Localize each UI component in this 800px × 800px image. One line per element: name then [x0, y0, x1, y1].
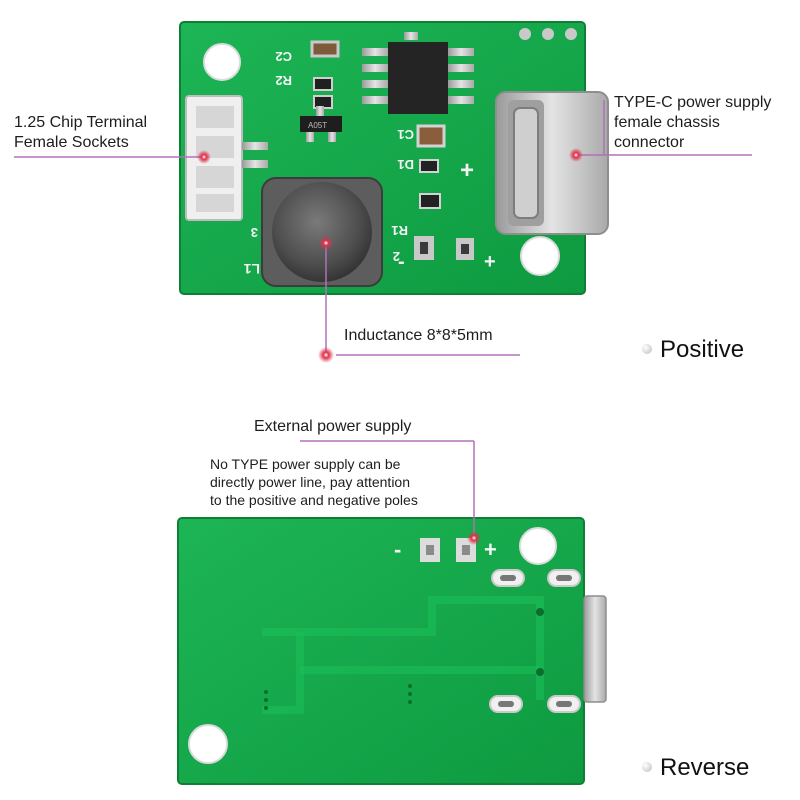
silk-C1: C1: [397, 127, 414, 142]
inductor-coil: [261, 177, 383, 287]
bullet-icon: [642, 343, 652, 354]
jst-connector: [185, 95, 268, 221]
typec-connector: [495, 91, 609, 235]
callout-external-power: External power supply: [254, 417, 411, 437]
callout-external-power-note: No TYPE power supply can be directly pow…: [210, 455, 418, 509]
silk-pin3: 3: [251, 225, 258, 240]
callout-external-power-title: External power supply: [254, 418, 412, 435]
back-side-label: Reverse: [660, 754, 750, 781]
sop8-ic: [362, 32, 474, 114]
callout-typec-line2: female chassis: [614, 114, 720, 131]
callout-inductor-text: Inductance 8*8*5mm: [344, 327, 493, 344]
mosfet-marking: A05T: [308, 121, 327, 130]
note-line1: No TYPE power supply can be: [210, 456, 401, 472]
callout-jst-line1: 1.25 Chip Terminal: [14, 114, 148, 131]
callout-typec-line1: TYPE-C power supply: [614, 94, 772, 111]
silk-L1: L1: [243, 261, 260, 277]
note-line3: to the positive and negative poles: [210, 492, 418, 508]
front-pcb: C2 R2 R1 C1 D1 L1 3 2 + + - A05T: [179, 21, 609, 295]
silk-minus-bottom: -: [398, 251, 405, 273]
back-silk-minus: -: [394, 537, 401, 562]
mount-hole-top-left: [203, 43, 241, 81]
silk-R1: R1: [391, 223, 408, 238]
back-callouts: [300, 440, 481, 545]
front-side-title: Positive: [642, 336, 744, 364]
bullet-icon: [642, 761, 652, 772]
front-callouts: [14, 100, 752, 363]
callout-typec: TYPE-C power supply female chassis conne…: [614, 93, 771, 153]
silk-R2: R2: [275, 73, 292, 88]
note-line2: directly power line, pay attention: [210, 474, 410, 490]
silk-pin2: 2: [393, 249, 400, 264]
callout-typec-line3: connector: [614, 134, 685, 151]
mount-hole-back-bottom-left: [188, 724, 228, 764]
front-side-label: Positive: [660, 336, 745, 363]
back-pcb: - +: [177, 517, 607, 785]
callout-jst-socket: 1.25 Chip Terminal Female Sockets: [14, 113, 147, 153]
back-silk-plus: +: [484, 537, 497, 562]
silk-D1: D1: [397, 157, 414, 172]
mount-hole-back-top-right: [519, 527, 557, 565]
silk-C2: C2: [275, 49, 292, 64]
callout-inductor: Inductance 8*8*5mm: [344, 326, 493, 346]
mount-hole-bottom-right: [520, 236, 560, 276]
back-side-title: Reverse: [642, 754, 749, 782]
silk-plus-right: +: [460, 157, 474, 184]
silk-plus-bottom: +: [484, 251, 496, 273]
callout-jst-line2: Female Sockets: [14, 134, 129, 151]
